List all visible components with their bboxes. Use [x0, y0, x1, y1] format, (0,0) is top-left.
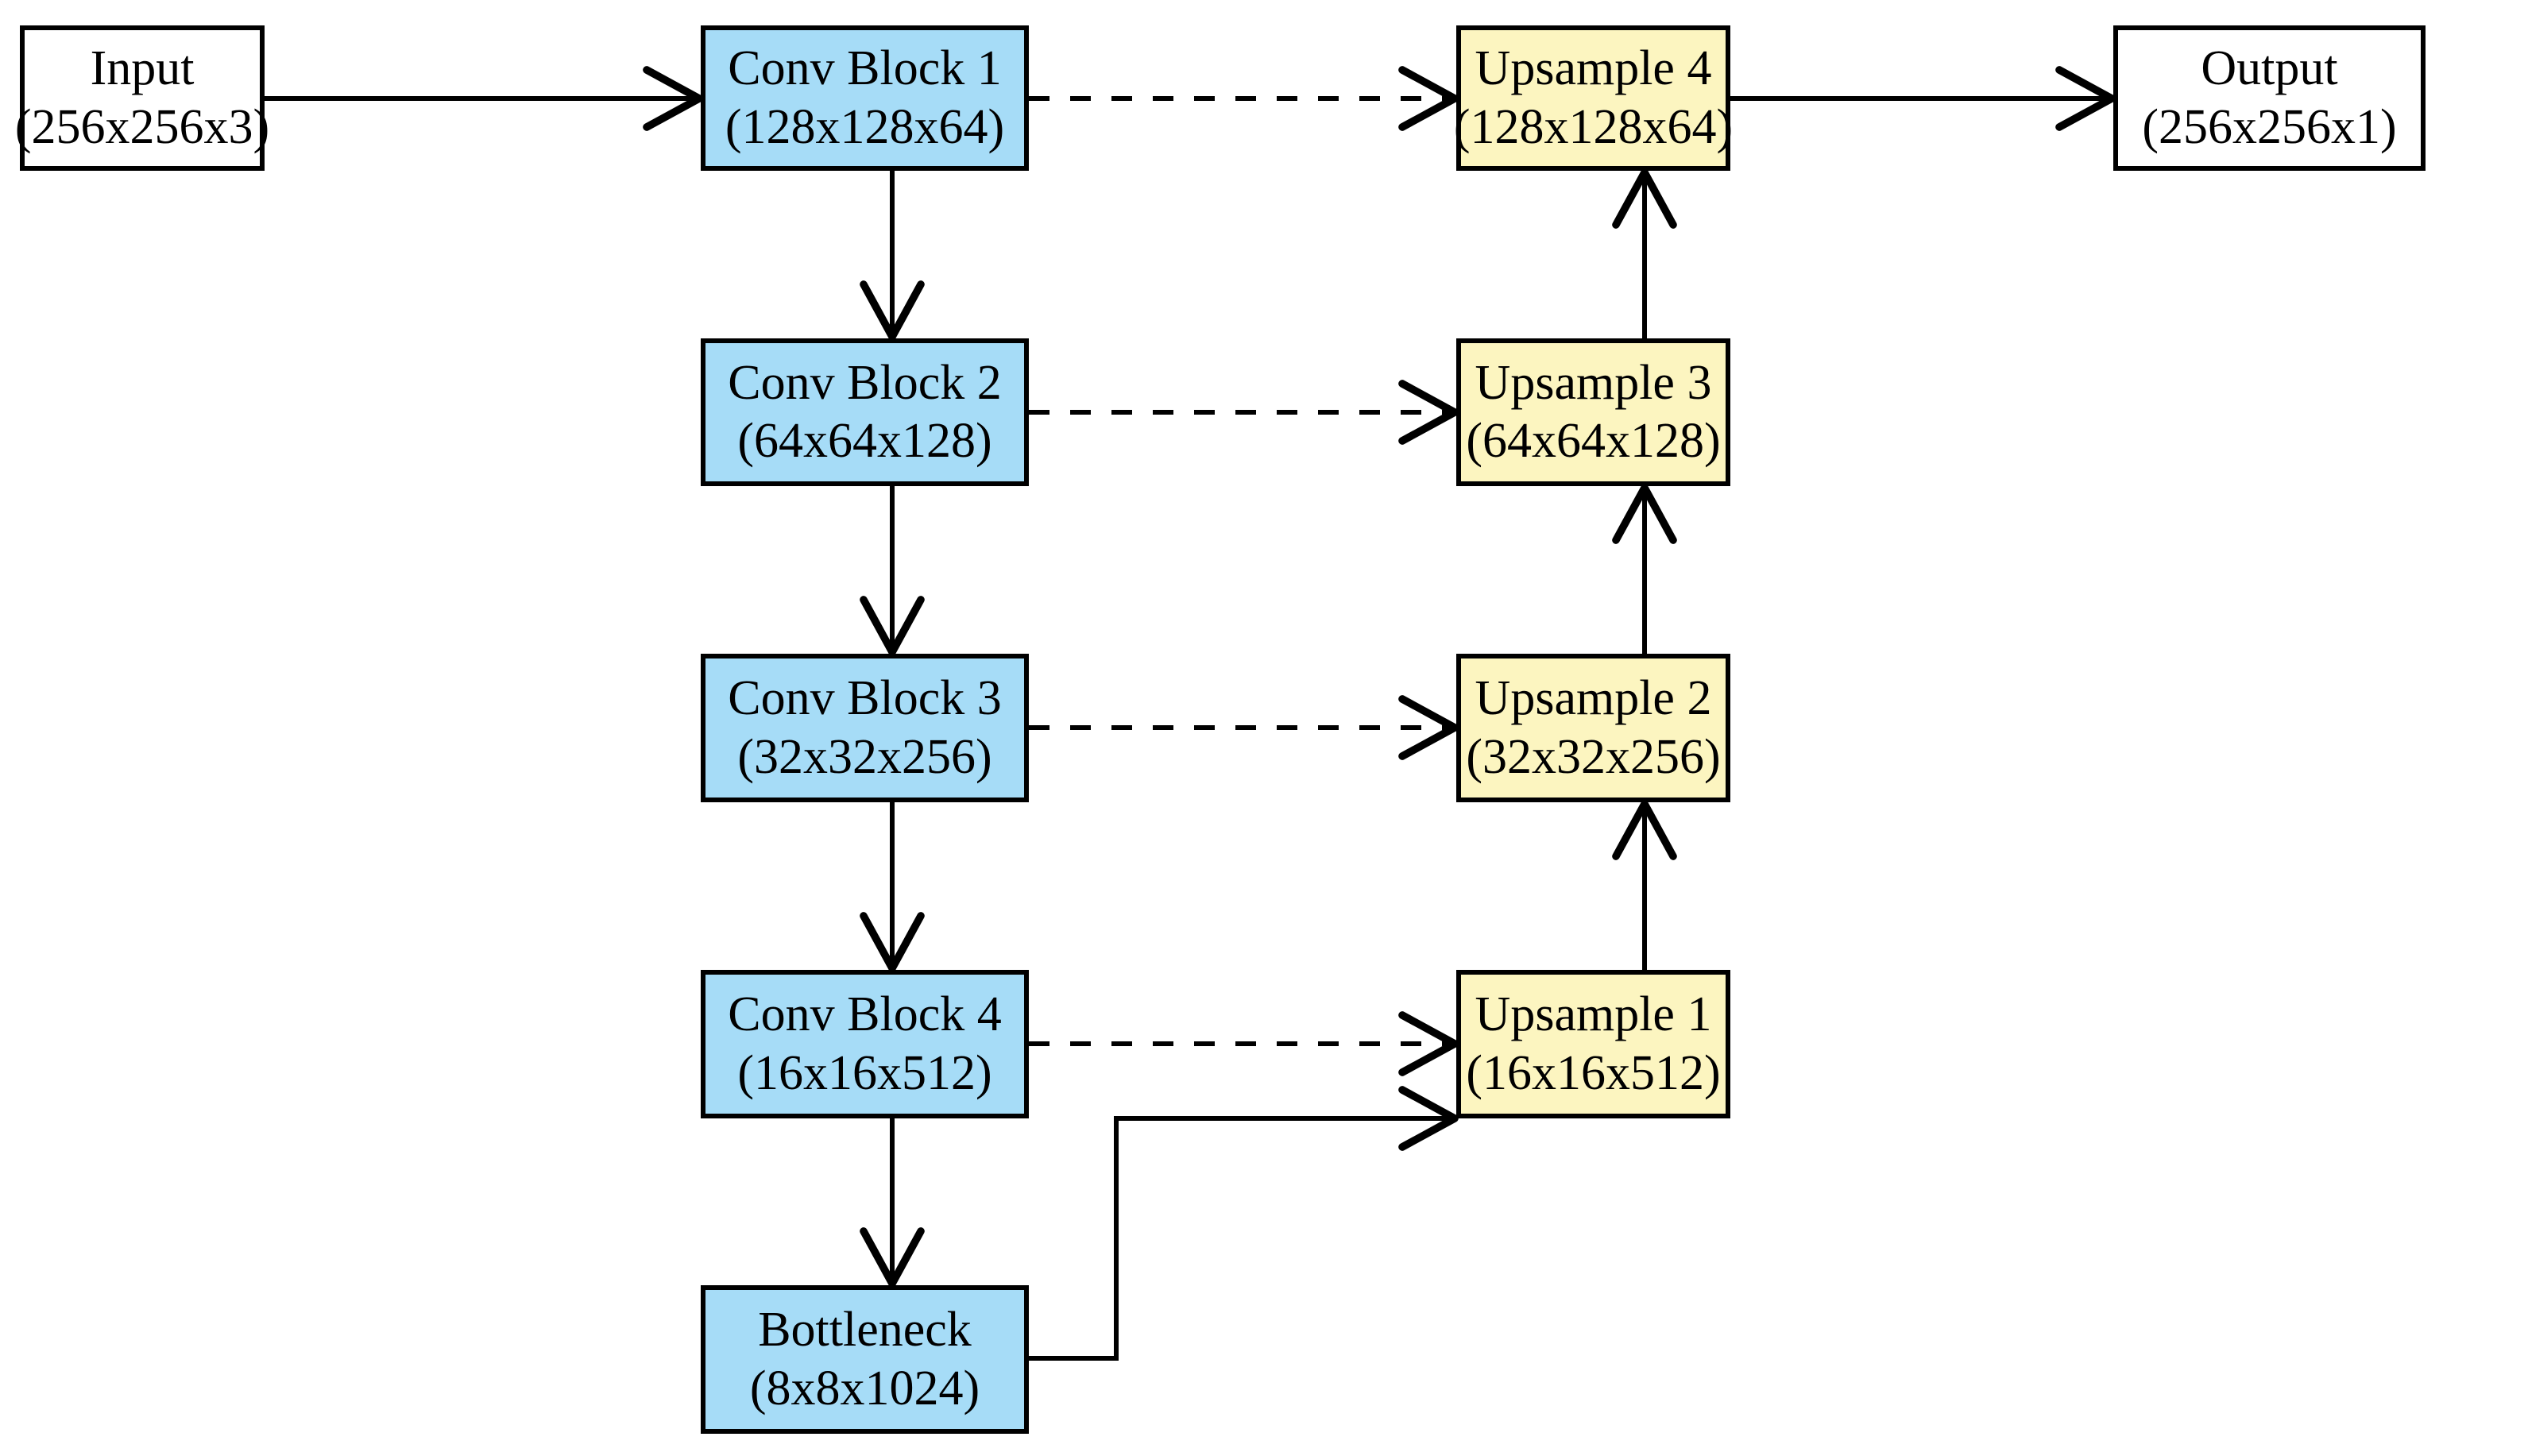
node-upsample-1[interactable]: Upsample 1 (16x16x512) [1456, 970, 1730, 1118]
node-bottleneck-title: Bottleneck [758, 1303, 972, 1358]
node-conv-block-4-shape: (16x16x512) [737, 1045, 992, 1100]
node-output-shape: (256x256x1) [2142, 99, 2397, 154]
node-upsample-3-title: Upsample 3 [1475, 355, 1712, 410]
node-conv-block-2-title: Conv Block 2 [728, 355, 1002, 410]
node-conv-block-1-title: Conv Block 1 [728, 41, 1002, 96]
node-upsample-2[interactable]: Upsample 2 (32x32x256) [1456, 654, 1730, 802]
node-conv-block-1[interactable]: Conv Block 1 (128x128x64) [701, 25, 1029, 171]
node-conv-block-3[interactable]: Conv Block 3 (32x32x256) [701, 654, 1029, 802]
node-upsample-4-shape: (128x128x64) [1453, 99, 1734, 154]
node-conv-block-4[interactable]: Conv Block 4 (16x16x512) [701, 970, 1029, 1118]
node-input-shape: (256x256x3) [14, 99, 270, 154]
node-output[interactable]: Output (256x256x1) [2113, 25, 2426, 171]
node-conv-block-2[interactable]: Conv Block 2 (64x64x128) [701, 338, 1029, 486]
node-conv-block-2-shape: (64x64x128) [737, 414, 992, 468]
node-upsample-1-title: Upsample 1 [1475, 987, 1712, 1042]
node-upsample-2-shape: (32x32x256) [1466, 729, 1721, 784]
node-conv-block-3-shape: (32x32x256) [737, 729, 992, 784]
node-conv-block-1-shape: (128x128x64) [725, 99, 1005, 154]
node-upsample-3[interactable]: Upsample 3 (64x64x128) [1456, 338, 1730, 486]
node-upsample-2-title: Upsample 2 [1475, 671, 1712, 726]
node-bottleneck[interactable]: Bottleneck (8x8x1024) [701, 1285, 1029, 1434]
node-input-title: Input [90, 41, 195, 96]
node-upsample-4[interactable]: Upsample 4 (128x128x64) [1453, 25, 1734, 171]
node-output-title: Output [2201, 41, 2338, 96]
node-input[interactable]: Input (256x256x3) [15, 25, 269, 171]
node-conv-block-4-title: Conv Block 4 [728, 987, 1002, 1042]
node-upsample-4-title: Upsample 4 [1475, 41, 1712, 96]
node-bottleneck-shape: (8x8x1024) [749, 1361, 980, 1415]
node-upsample-3-shape: (64x64x128) [1466, 414, 1721, 468]
node-upsample-1-shape: (16x16x512) [1466, 1045, 1721, 1100]
edge-e-bottleneck-up1 [1029, 1086, 1459, 1361]
node-conv-block-3-title: Conv Block 3 [728, 671, 1002, 726]
